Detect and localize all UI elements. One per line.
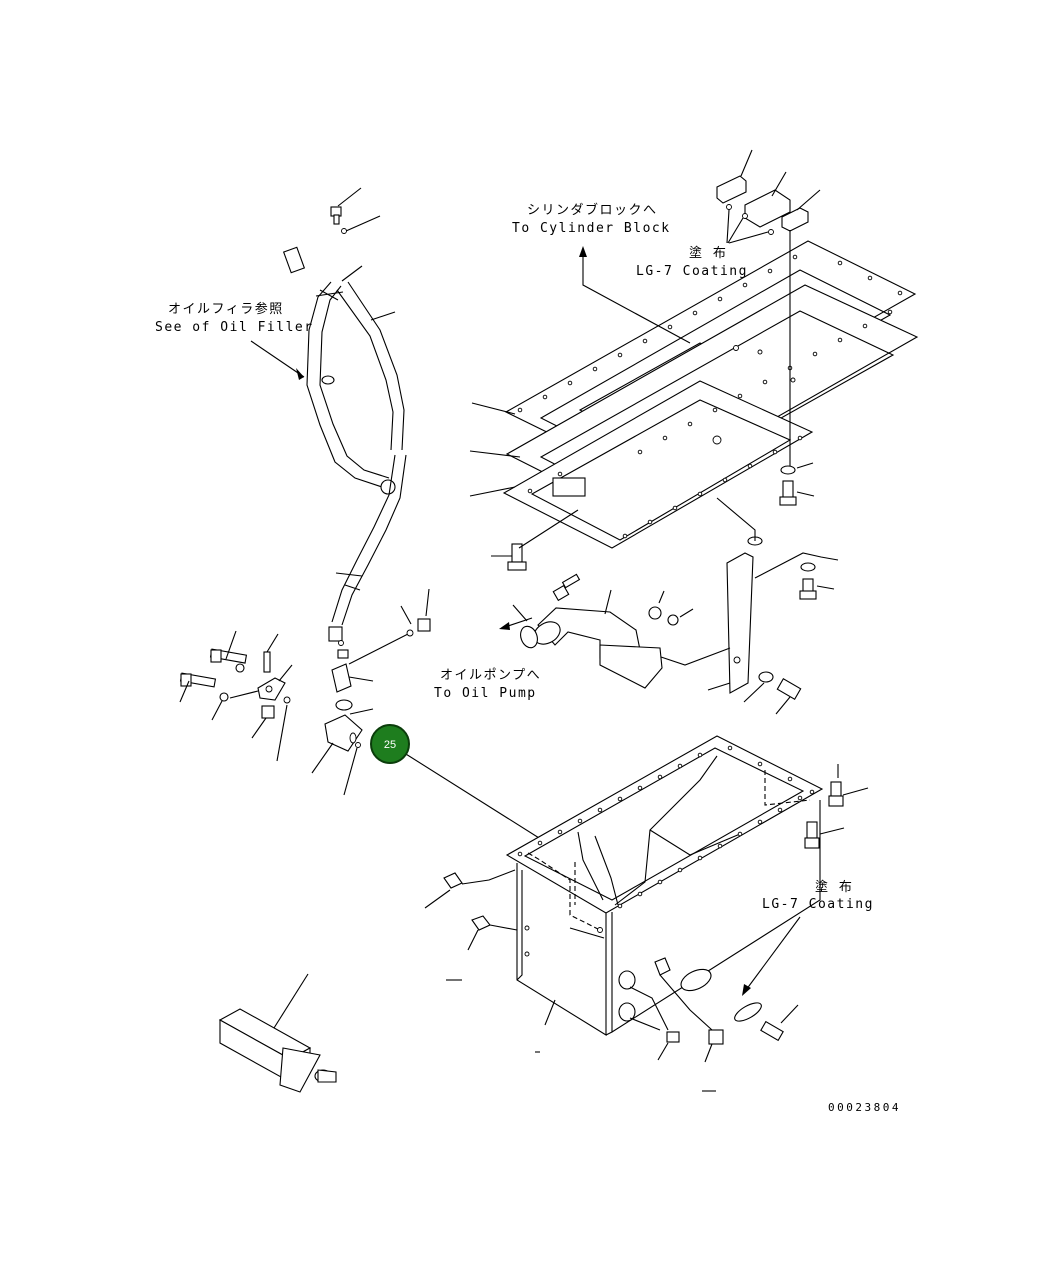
coating-note-bottom: 塗 布 LG-7 Coating [742, 879, 874, 996]
tee-block [311, 708, 374, 796]
coating-bottom-label-jp: 塗 布 [815, 879, 853, 895]
oil-pan [505, 735, 824, 1036]
tube-bolt [330, 206, 347, 234]
plate-mount-bolt [491, 509, 579, 571]
drawing-number: 00023804 [828, 1101, 901, 1114]
callout-number: 25 [384, 739, 396, 751]
side-plugs [424, 869, 556, 1053]
coating-top-label-jp: 塗 布 [689, 245, 727, 261]
suction-pipe [512, 573, 731, 689]
dipstick-tube [282, 246, 396, 495]
fitting-block [331, 588, 431, 711]
callout-badge[interactable] [370, 724, 410, 764]
oil-filler-label-jp: オイルフィラ参照 [168, 301, 284, 317]
support-bracket [707, 552, 839, 715]
plate-bolt-holes [517, 254, 903, 539]
oil-pump-label-jp: オイルポンプへ [440, 668, 541, 683]
oil-filler-note: オイルフィラ参照 See of Oil Filler [155, 301, 314, 380]
leader-lines-tube [335, 187, 396, 577]
left-bolts [179, 630, 293, 762]
oil-pan-flange-holes [517, 745, 815, 909]
cylinder-block-note: シリンダブロックへ To Cylinder Block [512, 202, 691, 344]
drain-parts [618, 957, 799, 1092]
filler-tube [328, 281, 407, 642]
leader-lines-plates [469, 402, 521, 497]
callout-25[interactable]: 25 [370, 724, 548, 844]
oil-pump-label-en: To Oil Pump [434, 686, 537, 701]
cylinder-block-label-jp: シリンダブロックへ [527, 202, 658, 218]
seal-blocks [716, 149, 821, 470]
oil-filler-label-en: See of Oil Filler [155, 320, 314, 335]
coating-bottom-label-en: LG-7 Coating [762, 897, 874, 912]
cylinder-block-label-en: To Cylinder Block [512, 221, 671, 236]
coating-top-label-en: LG-7 Coating [636, 264, 748, 279]
socket-tool [218, 973, 337, 1093]
coating-note-top: 塗 布 LG-7 Coating [636, 245, 748, 279]
oil-pan-flange-bolts [804, 764, 869, 849]
oil-pump-note: オイルポンプへ To Oil Pump [434, 617, 541, 701]
plate-side-fasteners [716, 462, 815, 546]
